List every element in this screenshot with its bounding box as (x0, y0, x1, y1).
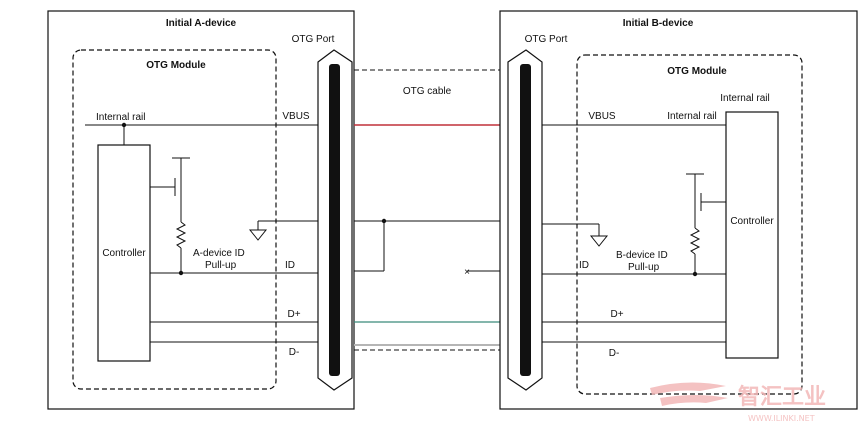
otg-cable-label: OTG cable (403, 86, 452, 97)
a-controller-label: Controller (102, 248, 146, 259)
b-pullup-transistor (686, 173, 726, 228)
a-otg-module-box (72, 49, 277, 390)
a-otg-module-label: OTG Module (146, 60, 206, 71)
b-device-box (499, 10, 858, 410)
a-otg-port-label: OTG Port (292, 34, 335, 45)
a-ground-symbol (248, 220, 318, 241)
watermark-chinese-text: 智汇工业 (738, 384, 826, 410)
a-internal-rail-label: Internal rail (96, 112, 145, 123)
b-pullup-resistor (689, 227, 701, 255)
a-id-label: ID (285, 260, 295, 271)
watermark-url-text: WWW.ILINKI.NET (748, 414, 815, 423)
otg-cable: OTG cable × (354, 69, 500, 351)
cable-id-open-mark: × (464, 267, 470, 278)
b-vbus-label: VBUS (588, 111, 616, 122)
b-device-title: Initial B-device (623, 18, 694, 29)
b-internal-rail-top-label: Internal rail (720, 93, 769, 104)
a-dplus-label: D+ (287, 309, 300, 320)
watermark: 智汇工业 WWW.ILINKI.NET (650, 382, 826, 423)
a-dminus-label: D- (289, 347, 300, 358)
b-ground-symbol (542, 223, 609, 247)
b-otg-module-label: OTG Module (667, 66, 727, 77)
b-controller-box (725, 111, 779, 359)
b-id-label: ID (579, 260, 589, 271)
a-device-box (47, 10, 355, 410)
b-pullup-label-line1: B-device ID (616, 250, 668, 261)
a-pullup-resistor (175, 221, 187, 249)
b-controller-label: Controller (730, 216, 774, 227)
a-pullup-label-line2: Pull-up (205, 260, 237, 271)
b-pullup-label-line2: Pull-up (628, 262, 660, 273)
a-otg-port-contact (329, 64, 340, 376)
a-device-title: Initial A-device (166, 18, 237, 29)
a-device: Initial A-device OTG Module OTG Port Con… (47, 10, 355, 410)
watermark-logo-icon (650, 382, 728, 406)
b-otg-port-contact (520, 64, 531, 376)
b-dplus-label: D+ (610, 309, 623, 320)
b-otg-port-label: OTG Port (525, 34, 568, 45)
a-vbus-label: VBUS (282, 111, 310, 122)
b-dminus-label: D- (609, 348, 620, 359)
a-pullup-transistor (150, 157, 190, 222)
b-device: Initial B-device OTG Module OTG Port Con… (499, 10, 858, 410)
a-controller-box (97, 144, 151, 362)
b-internal-rail-side-label: Internal rail (667, 111, 716, 122)
a-pullup-label-line1: A-device ID (193, 248, 245, 259)
